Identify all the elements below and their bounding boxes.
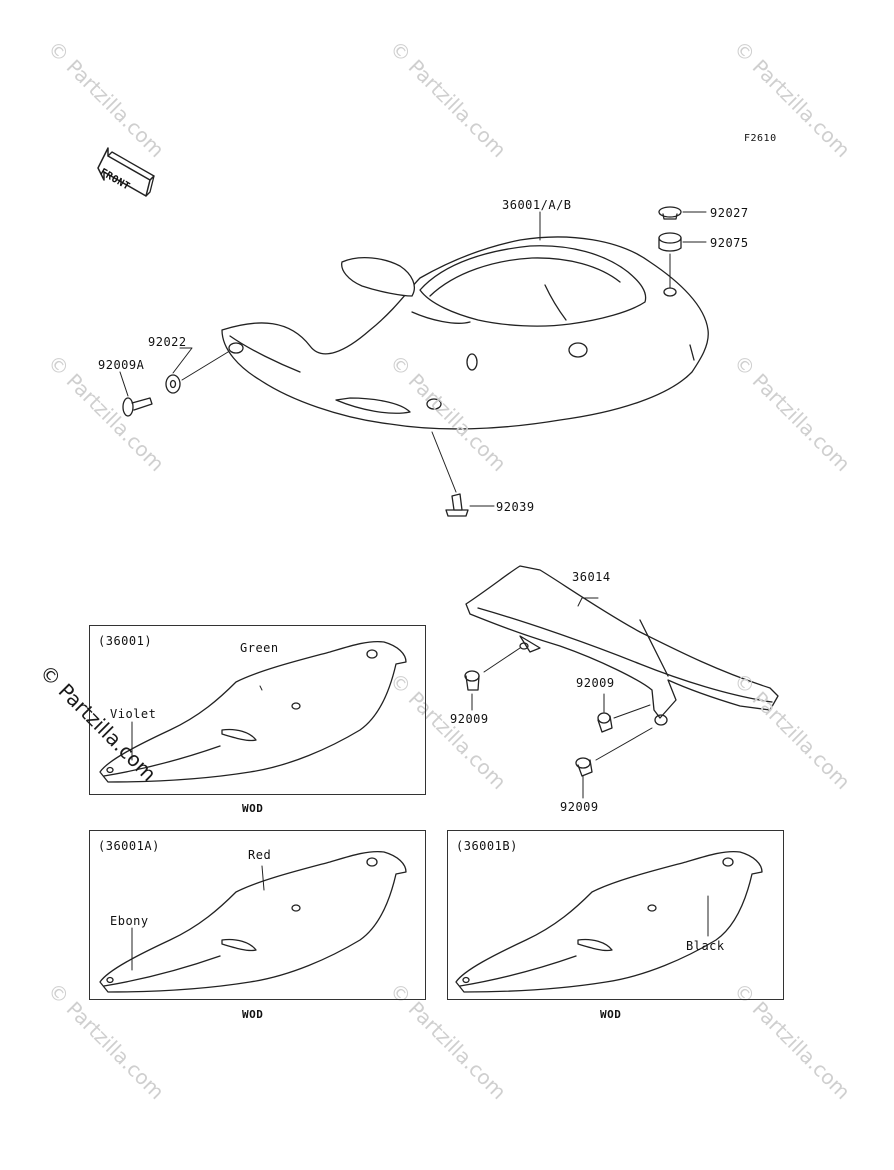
chain-bolt-b-icon xyxy=(597,712,613,733)
color-label-black: Black xyxy=(686,939,725,953)
part-collar-label: 92075 xyxy=(710,236,749,250)
variant-note: WOD xyxy=(242,802,264,815)
variant-id: (36001A) xyxy=(98,839,160,853)
cap-icon xyxy=(658,206,682,220)
variant-box-36001b xyxy=(447,830,784,1000)
variant-box-36001 xyxy=(89,625,426,795)
variant-36001-drawing xyxy=(99,640,407,783)
part-washer-label: 92022 xyxy=(148,335,187,349)
color-label-red: Red xyxy=(248,848,272,862)
chain-bolt-c-icon xyxy=(575,757,593,777)
part-bolt-b-label: 92009 xyxy=(576,676,615,690)
front-arrow-icon xyxy=(97,147,155,197)
chain-cover-drawing xyxy=(465,565,779,726)
part-clip-label: 92039 xyxy=(496,500,535,514)
part-bolt-a-label: 92009 xyxy=(450,712,489,726)
collar-icon xyxy=(658,232,682,252)
washer-icon xyxy=(165,374,181,394)
figure-code: F2610 xyxy=(744,133,777,144)
seat-cover-drawing xyxy=(221,236,709,430)
part-bolt-c-label: 92009 xyxy=(560,800,599,814)
chain-bolt-a-icon xyxy=(464,670,480,691)
variant-id: (36001B) xyxy=(456,839,518,853)
variant-note: WOD xyxy=(600,1008,622,1021)
variant-36001b-drawing xyxy=(455,850,763,993)
part-cap-label: 92027 xyxy=(710,206,749,220)
color-label-ebony: Ebony xyxy=(110,914,149,928)
variant-note: WOD xyxy=(242,1008,264,1021)
part-chain-cover-label: 36014 xyxy=(572,570,611,584)
part-bolt-label: 92009A xyxy=(98,358,145,372)
part-seat-cover-label: 36001/A/B xyxy=(502,198,572,212)
variant-box-36001a xyxy=(89,830,426,1000)
variant-36001a-drawing xyxy=(99,850,407,993)
clip-icon xyxy=(445,493,469,517)
variant-id: (36001) xyxy=(98,634,153,648)
bolt-icon xyxy=(122,397,153,417)
color-label-green: Green xyxy=(240,641,279,655)
color-label-violet: Violet xyxy=(110,707,157,721)
